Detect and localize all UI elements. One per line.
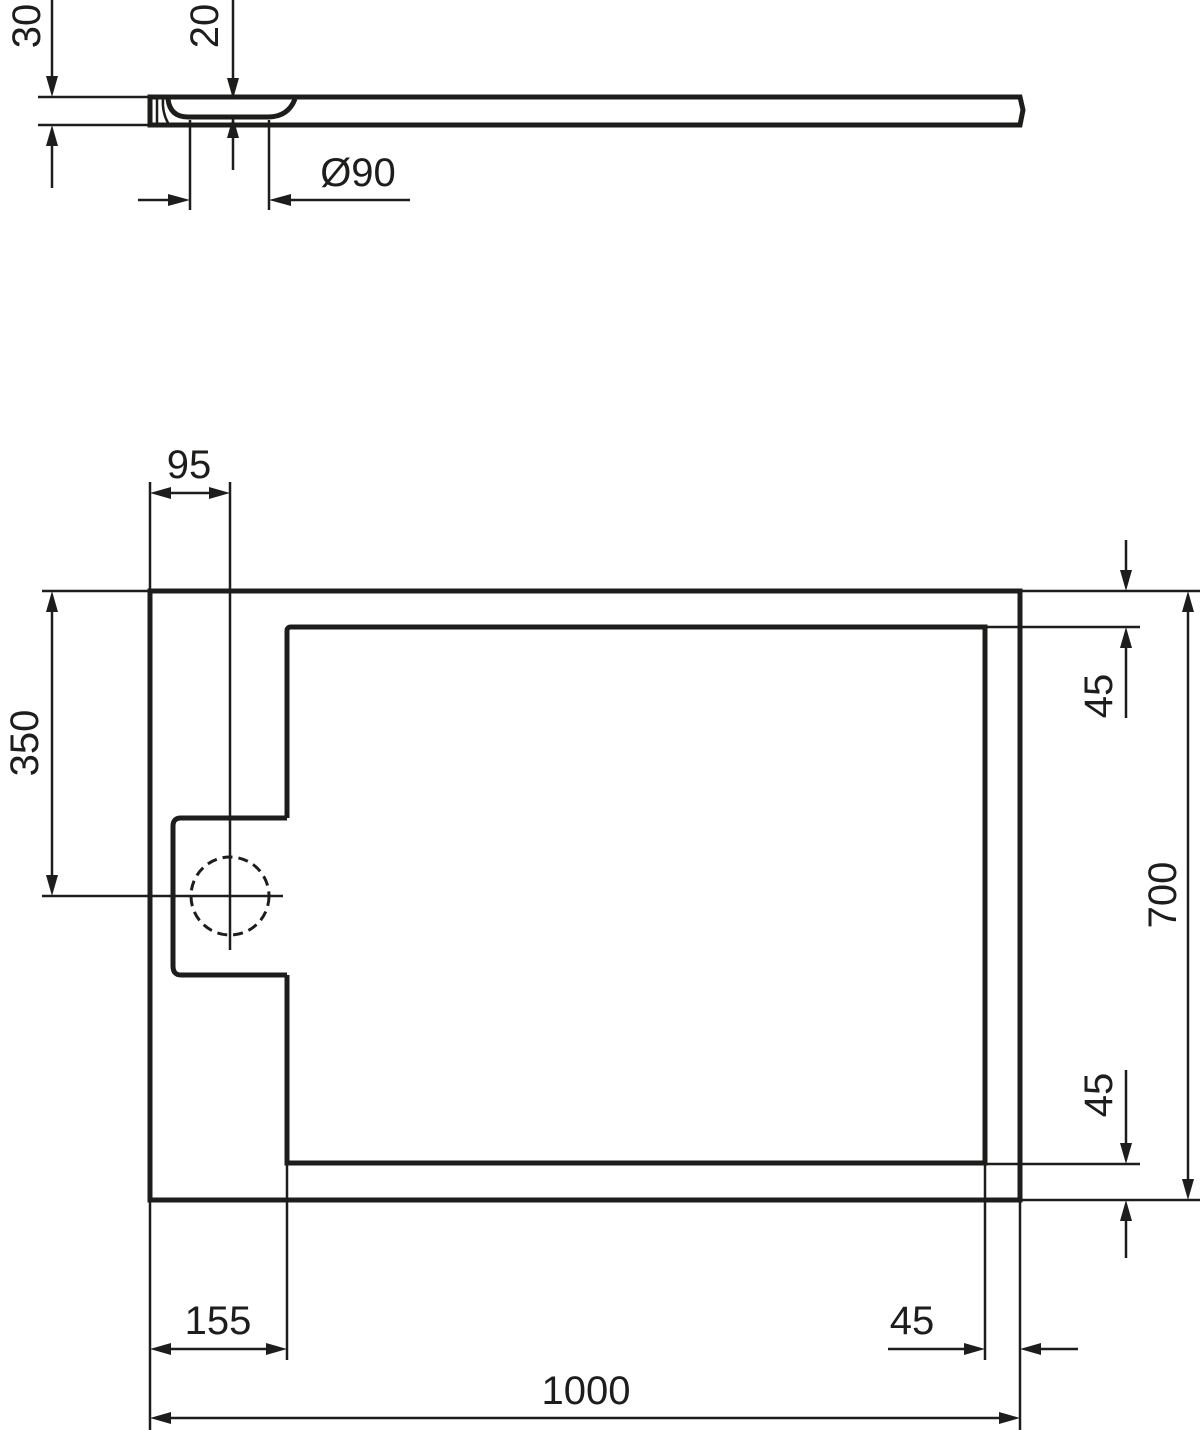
arrow-155-right: [266, 1343, 287, 1355]
arrow-700-up: [1182, 591, 1194, 612]
arrow-350-down: [46, 875, 58, 896]
tray-profile: [147, 94, 1026, 128]
label-drain-from-left: 95: [167, 443, 212, 487]
label-rim-bottom: 45: [1077, 1073, 1121, 1118]
label-height-edge: 20: [183, 4, 227, 49]
arrow-155-left: [150, 1343, 171, 1355]
side-view: 30 20 Ø90: [5, 0, 1026, 210]
arrow-90-left: [269, 194, 291, 206]
arrow-30-up: [46, 125, 58, 146]
arrow-45-top-up: [1120, 627, 1132, 648]
arrow-350-up: [46, 591, 58, 612]
arrow-95-right: [209, 487, 230, 499]
arrow-30-down: [46, 76, 58, 97]
label-rim-top: 45: [1077, 674, 1121, 719]
label-drain-from-top: 350: [3, 710, 47, 777]
plan-view: 95 350 45 45 700: [3, 443, 1200, 1430]
label-drain-diameter: Ø90: [320, 151, 396, 195]
arrow-95-left: [150, 487, 171, 499]
arrow-700-down: [1182, 1179, 1194, 1200]
arrow-1000-left: [150, 1412, 171, 1424]
label-rim-left: 155: [185, 1299, 252, 1343]
arrow-1000-right: [999, 1412, 1020, 1424]
label-rim-right: 45: [890, 1299, 935, 1343]
drain-recess-edge: [155, 98, 170, 124]
label-height-total: 30: [5, 4, 49, 49]
arrow-90-right: [168, 194, 190, 206]
arrow-20-down: [227, 78, 239, 99]
label-width: 1000: [542, 1369, 631, 1413]
arrow-45-right-out: [1020, 1343, 1041, 1355]
arrow-20-up: [227, 117, 239, 138]
arrow-45-top-down: [1120, 570, 1132, 591]
arrow-45-bottom-up: [1120, 1200, 1132, 1221]
drain-recess: [165, 97, 298, 120]
label-depth: 700: [1141, 862, 1185, 929]
arrow-45-bottom-down: [1120, 1143, 1132, 1164]
tray-inner-rim: [284, 624, 988, 1166]
arrow-45-right-in: [964, 1343, 985, 1355]
